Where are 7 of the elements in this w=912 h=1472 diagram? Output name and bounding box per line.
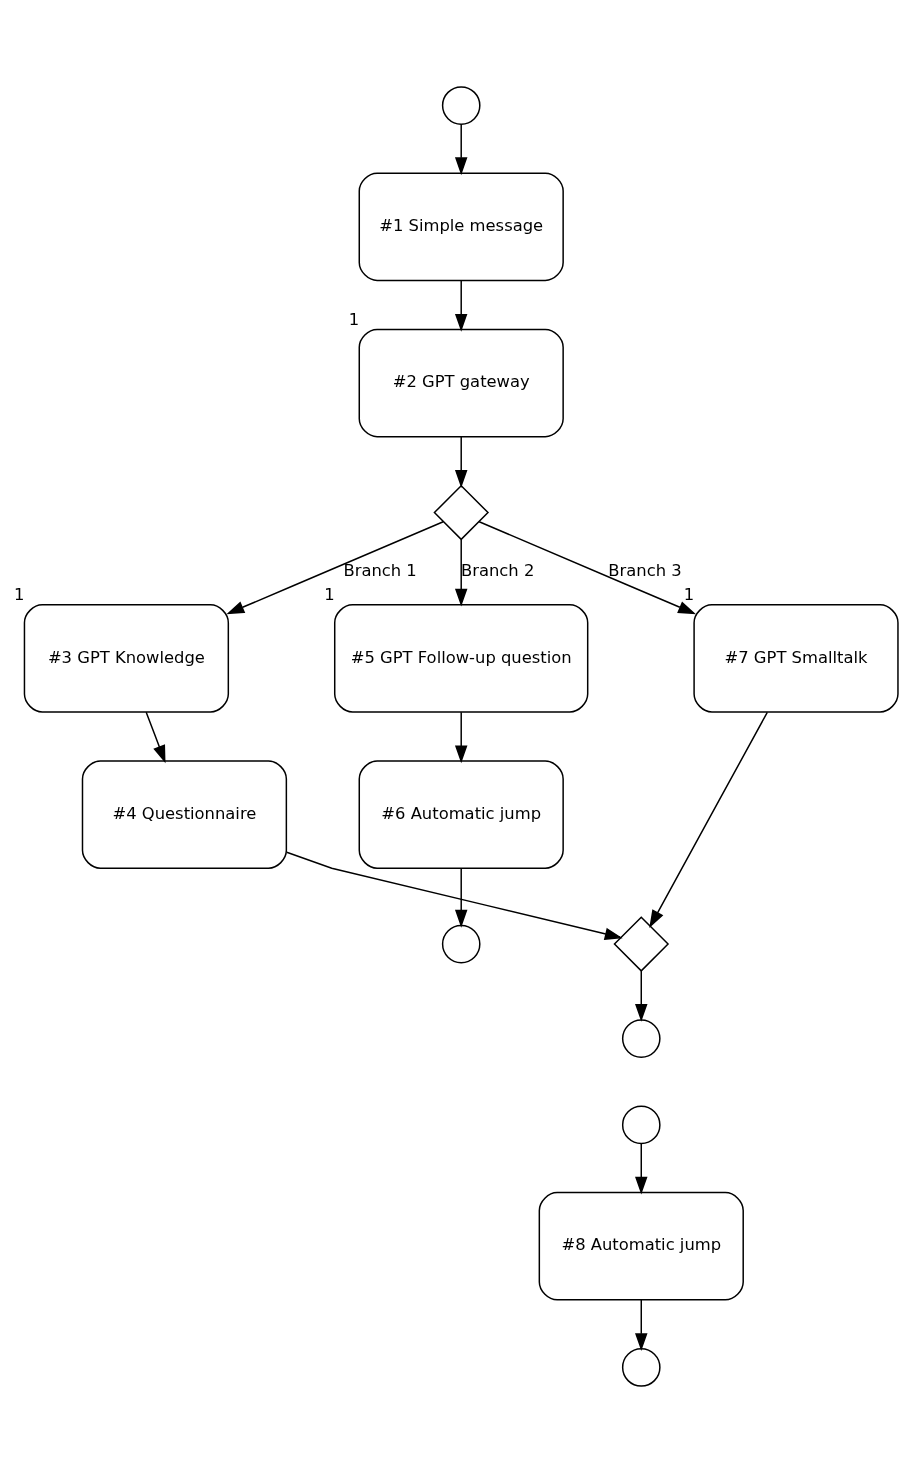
node-label: 1 — [14, 584, 25, 604]
node-label: 1 — [683, 584, 695, 604]
node-label: 1 — [348, 309, 360, 329]
edge-label: Branch 1 — [343, 560, 417, 580]
edge-label: Branch 3 — [608, 560, 682, 580]
node-label: 1 — [324, 584, 335, 604]
edge-label: Branch 2 — [461, 560, 535, 580]
